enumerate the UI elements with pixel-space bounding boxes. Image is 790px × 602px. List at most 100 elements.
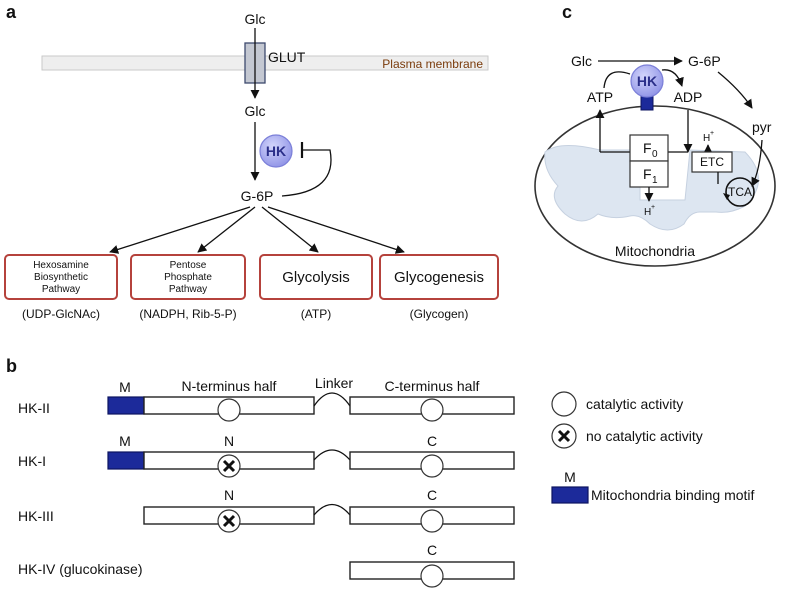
pentose-pathway-box bbox=[130, 254, 246, 300]
c-g6p-label: G-6P bbox=[688, 53, 721, 69]
pyr-label: pyr bbox=[752, 119, 772, 135]
hk-iii-n-inactive-site bbox=[217, 509, 241, 533]
legend-motif-label: Mitochondria binding motif bbox=[591, 487, 755, 503]
hexosamine-line-2: Biosynthetic bbox=[34, 272, 88, 283]
arrow-to-glycolysis bbox=[261, 206, 319, 253]
legend-inactive-label: no catalytic activity bbox=[586, 428, 703, 444]
etc-complex bbox=[691, 151, 733, 173]
tca-cycle-arrowhead bbox=[723, 193, 730, 200]
f1-label: F bbox=[643, 166, 652, 182]
hk-i-n-label: N bbox=[224, 433, 234, 449]
hexosamine-line-1: Hexosamine bbox=[33, 260, 89, 271]
tca-label: TCA bbox=[728, 185, 752, 199]
legend-m-letter: M bbox=[564, 469, 576, 485]
legend-inactive-site-icon bbox=[551, 423, 577, 449]
hk-iv-label: HK-IV (glucokinase) bbox=[18, 561, 143, 577]
h-plus-bottom-sign: + bbox=[651, 204, 655, 211]
hk-iii-c-active-site bbox=[420, 509, 444, 533]
mitochondria-label: Mitochondria bbox=[615, 243, 695, 259]
hk-i-linker bbox=[313, 449, 351, 461]
tca-cycle-icon bbox=[725, 177, 755, 207]
f0-subunit bbox=[629, 134, 669, 162]
plasma-membrane-label: Plasma membrane bbox=[382, 57, 483, 71]
feedback-inhibition-line bbox=[281, 149, 332, 197]
h-plus-bottom: H bbox=[644, 207, 651, 218]
legend: catalytic activity no catalytic activity… bbox=[551, 391, 755, 504]
hexosamine-line-3: Pathway bbox=[42, 284, 80, 295]
c-hk-label: HK bbox=[637, 73, 657, 89]
f0-subscript: 0 bbox=[652, 149, 658, 160]
f1-subscript: 1 bbox=[652, 175, 658, 186]
hk-label: HK bbox=[266, 143, 286, 159]
hk-iii-c-label: C bbox=[427, 487, 437, 503]
hexosamine-product: (UDP-GlcNAc) bbox=[22, 307, 100, 321]
hk-iv-c-active-site bbox=[420, 564, 444, 588]
h-plus-top: H bbox=[703, 133, 710, 144]
hk-ii-n-active-site bbox=[217, 398, 241, 422]
c-terminus-half-label: C-terminus half bbox=[385, 378, 480, 394]
g6p-to-pyr-arrow bbox=[717, 71, 753, 109]
h-plus-top-sign: + bbox=[710, 130, 714, 137]
hk-ii-mito-binding-motif bbox=[107, 396, 145, 415]
hk-i-c-active-site bbox=[420, 454, 444, 478]
hexosamine-pathway-box bbox=[4, 254, 118, 300]
hk-i-row: HK-I M N C bbox=[18, 433, 515, 478]
adp-label: ADP bbox=[674, 89, 703, 105]
glc-intracellular-label: Glc bbox=[245, 103, 266, 119]
hk-iii-label: HK-III bbox=[18, 508, 54, 524]
hk-iv-row: HK-IV (glucokinase) C bbox=[18, 542, 515, 588]
hk-iv-c-label: C bbox=[427, 542, 437, 558]
legend-active-label: catalytic activity bbox=[586, 396, 683, 412]
glut-label: GLUT bbox=[268, 49, 306, 65]
hk-ii-m-letter: M bbox=[119, 379, 131, 395]
f1-subunit bbox=[629, 160, 669, 188]
glycolysis-box bbox=[259, 254, 373, 300]
hk-i-mito-binding-motif bbox=[107, 451, 145, 470]
atp-consumption-arc bbox=[603, 71, 631, 89]
etc-label: ETC bbox=[700, 155, 724, 169]
panel-c: c Mitochondria Glc G-6P pyr HK ATP ADP F… bbox=[534, 2, 776, 267]
arrow-to-pentose bbox=[197, 206, 256, 253]
hk-i-n-inactive-site bbox=[217, 454, 241, 478]
hk-ii-linker bbox=[313, 392, 351, 407]
c-glc-label: Glc bbox=[571, 53, 592, 69]
linker-label: Linker bbox=[315, 375, 353, 391]
hk-i-label: HK-I bbox=[18, 453, 46, 469]
pentose-line-1: Pentose bbox=[170, 260, 207, 271]
arrow-to-hexosamine bbox=[109, 206, 251, 254]
panel-b-letter: b bbox=[6, 356, 17, 376]
g6p-label: G-6P bbox=[241, 188, 274, 204]
glc-extracellular-label: Glc bbox=[245, 11, 266, 27]
arrow-to-glycogenesis bbox=[267, 206, 405, 254]
panel-c-letter: c bbox=[562, 2, 572, 22]
f0-label: F bbox=[643, 140, 652, 156]
atp-label: ATP bbox=[587, 89, 613, 105]
hk-iii-row: HK-III N C bbox=[18, 487, 515, 533]
hk-iii-linker bbox=[313, 503, 351, 516]
legend-motif-icon bbox=[551, 486, 589, 504]
pentose-product: (NADPH, Rib-5-P) bbox=[139, 307, 236, 321]
adp-release-arc bbox=[661, 69, 684, 87]
hk-i-c-label: C bbox=[427, 433, 437, 449]
panel-a-letter: a bbox=[6, 2, 17, 22]
hk-ii-row: HK-II M N-terminus half Linker C-terminu… bbox=[18, 375, 515, 422]
c-hk-enzyme-icon bbox=[630, 64, 664, 98]
legend-active-site-icon bbox=[551, 391, 577, 417]
pentose-line-3: Pathway bbox=[169, 284, 207, 295]
panel-a: a Glc Plasma membrane GLUT Glc HK G-6P H… bbox=[4, 2, 499, 321]
glycogenesis-label: Glycogenesis bbox=[394, 269, 484, 286]
pentose-line-2: Phosphate bbox=[164, 272, 212, 283]
hk-ii-c-active-site bbox=[420, 398, 444, 422]
glycolysis-product: (ATP) bbox=[301, 307, 331, 321]
glycogenesis-box bbox=[379, 254, 499, 300]
glycogenesis-product: (Glycogen) bbox=[410, 307, 469, 321]
panel-b: b HK-II M N-terminus half Linker C-termi… bbox=[6, 356, 755, 588]
n-terminus-half-label: N-terminus half bbox=[182, 378, 277, 394]
hk-i-m-letter: M bbox=[119, 433, 131, 449]
hk-enzyme-icon bbox=[259, 134, 293, 168]
hk-iii-n-label: N bbox=[224, 487, 234, 503]
pyr-to-tca-arrow bbox=[751, 139, 763, 187]
hk-ii-label: HK-II bbox=[18, 400, 50, 416]
glycolysis-label: Glycolysis bbox=[282, 269, 350, 286]
